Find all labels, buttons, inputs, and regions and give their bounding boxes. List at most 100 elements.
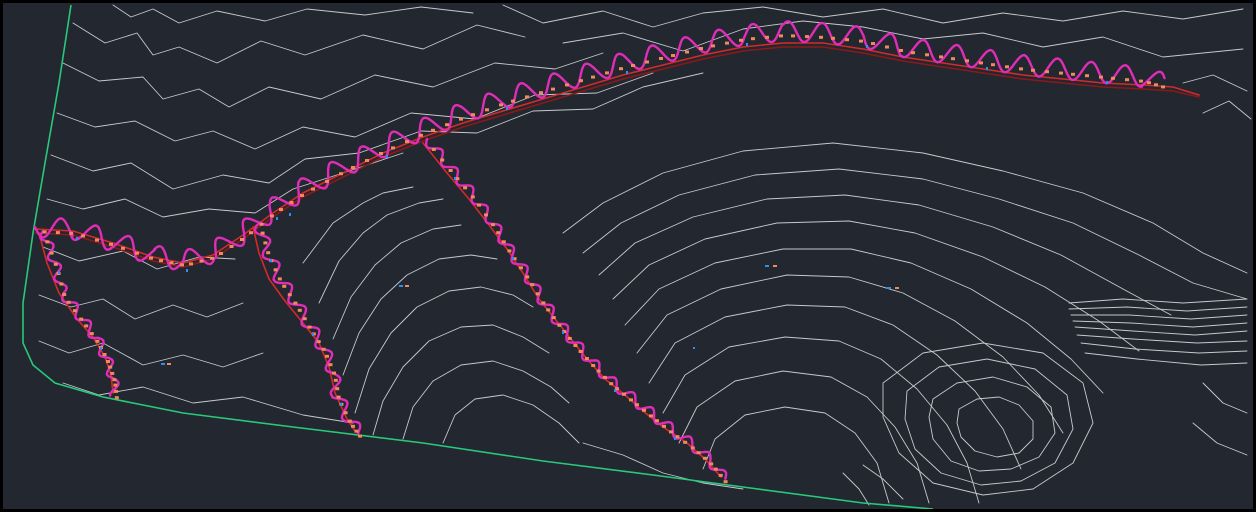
survey-marker — [671, 54, 675, 57]
contour-line — [46, 152, 404, 218]
survey-marker — [895, 287, 899, 289]
contour-line — [1202, 100, 1252, 120]
main-road-offset-line[interactable] — [34, 46, 1200, 268]
survey-marker — [69, 231, 74, 235]
contour-line — [1074, 326, 1248, 336]
survey-marker — [626, 71, 628, 74]
survey-marker — [316, 340, 321, 344]
survey-marker — [622, 392, 626, 396]
survey-marker — [293, 301, 298, 305]
survey-marker — [273, 268, 278, 272]
survey-marker — [343, 411, 348, 415]
survey-marker — [1031, 68, 1035, 72]
contour-line — [1182, 74, 1248, 92]
survey-marker — [609, 382, 614, 386]
survey-marker — [279, 208, 283, 211]
survey-marker — [249, 231, 253, 235]
survey-marker — [53, 262, 58, 266]
survey-marker — [259, 222, 264, 226]
survey-marker — [332, 371, 336, 375]
survey-marker — [518, 266, 523, 270]
survey-marker — [358, 434, 362, 438]
survey-marker — [219, 252, 223, 255]
survey-marker — [530, 283, 535, 287]
survey-marker — [501, 240, 506, 244]
contour-line — [904, 358, 1074, 486]
contour-line — [1070, 314, 1248, 320]
survey-marker — [562, 331, 564, 334]
survey-marker — [819, 35, 823, 39]
survey-marker — [1099, 75, 1103, 79]
survey-marker — [282, 284, 287, 288]
contour-line — [636, 274, 1064, 434]
main-road-line[interactable] — [34, 42, 1200, 264]
contour-line — [882, 342, 1094, 496]
survey-marker — [169, 261, 174, 265]
survey-marker — [645, 60, 649, 64]
contour-line — [582, 168, 1248, 300]
survey-marker — [1111, 76, 1115, 80]
contour-line — [442, 394, 580, 444]
survey-marker — [718, 473, 723, 477]
survey-marker — [711, 44, 715, 48]
contour-line — [372, 324, 550, 436]
survey-marker — [1161, 85, 1165, 89]
survey-marker — [106, 360, 110, 363]
survey-marker — [512, 257, 517, 261]
contour-line — [72, 22, 526, 64]
survey-marker — [1071, 72, 1075, 76]
survey-marker — [336, 395, 341, 399]
survey-marker — [1139, 79, 1143, 83]
survey-marker — [866, 45, 868, 48]
survey-marker — [58, 271, 60, 274]
survey-marker — [579, 79, 583, 83]
survey-marker — [354, 429, 359, 433]
survey-marker — [1125, 78, 1129, 82]
survey-marker — [62, 293, 67, 296]
branch-1-alignment-wave[interactable] — [38, 229, 120, 397]
survey-marker — [297, 308, 302, 312]
survey-marker — [300, 194, 304, 197]
contour-line — [612, 220, 1140, 352]
survey-marker — [240, 238, 244, 241]
survey-marker — [642, 408, 646, 412]
survey-marker — [887, 287, 891, 289]
survey-marker — [79, 317, 84, 321]
survey-marker — [199, 259, 204, 263]
survey-marker — [567, 337, 572, 340]
survey-marker — [42, 230, 47, 234]
survey-marker — [546, 308, 551, 312]
drawing-canvas[interactable] — [3, 3, 1253, 509]
survey-marker — [66, 300, 71, 304]
contour-line — [112, 4, 474, 24]
survey-marker — [507, 249, 512, 253]
survey-marker — [463, 186, 468, 190]
survey-marker — [333, 378, 338, 382]
survey-marker — [779, 34, 783, 38]
survey-marker — [351, 424, 355, 428]
survey-marker — [578, 350, 583, 353]
survey-marker — [565, 83, 569, 87]
survey-marker — [445, 123, 449, 127]
survey-marker — [307, 325, 312, 329]
survey-marker — [455, 177, 460, 181]
survey-marker — [605, 71, 609, 75]
survey-marker — [276, 217, 278, 220]
survey-marker — [669, 430, 673, 434]
survey-point-markers — [42, 34, 1165, 484]
survey-marker — [899, 49, 903, 52]
survey-marker — [773, 265, 777, 267]
branch-road-1-line[interactable] — [38, 232, 114, 394]
survey-marker — [871, 42, 875, 45]
survey-marker — [765, 265, 769, 267]
main-alignment-wave[interactable] — [33, 20, 1166, 271]
survey-marker — [81, 234, 85, 238]
survey-marker — [471, 113, 475, 117]
survey-marker — [1085, 74, 1089, 78]
contour-line — [928, 376, 1056, 472]
survey-marker — [602, 375, 607, 379]
survey-marker — [614, 389, 616, 392]
survey-marker — [1106, 81, 1108, 84]
survey-marker — [551, 87, 555, 91]
